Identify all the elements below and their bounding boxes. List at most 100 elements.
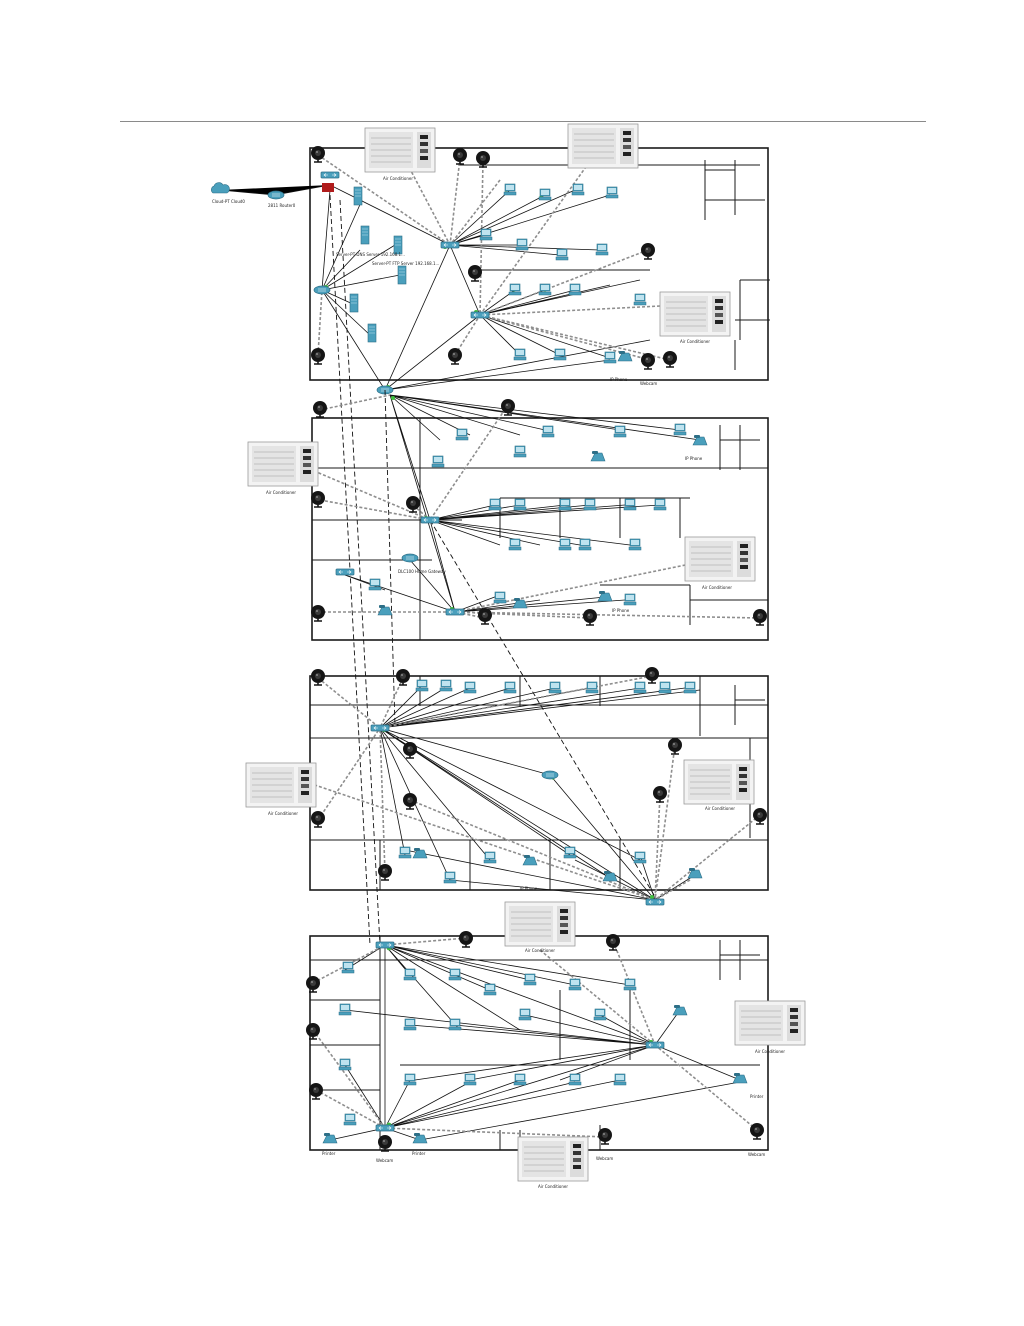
ip-phone-icon[interactable] xyxy=(617,350,633,362)
switch-icon[interactable] xyxy=(370,724,390,732)
pc-icon[interactable] xyxy=(603,351,617,364)
pc-icon[interactable] xyxy=(558,498,572,511)
pc-icon[interactable] xyxy=(568,283,582,296)
pc-icon[interactable] xyxy=(483,851,497,864)
pc-icon[interactable] xyxy=(623,978,637,991)
pc-icon[interactable] xyxy=(673,423,687,436)
webcam-icon[interactable] xyxy=(652,785,668,803)
pc-icon[interactable] xyxy=(463,1073,477,1086)
ip-phone-icon[interactable] xyxy=(412,847,428,859)
switch-icon[interactable] xyxy=(420,516,440,524)
cloud-icon[interactable] xyxy=(211,182,230,194)
pc-icon[interactable] xyxy=(518,1008,532,1021)
printer-icon[interactable] xyxy=(322,1132,338,1144)
air-conditioner-icon[interactable] xyxy=(659,291,731,337)
pc-icon[interactable] xyxy=(341,961,355,974)
pc-icon[interactable] xyxy=(523,973,537,986)
pc-icon[interactable] xyxy=(593,1008,607,1021)
webcam-icon[interactable] xyxy=(308,1082,324,1100)
switch-icon[interactable] xyxy=(320,171,340,179)
webcam-icon[interactable] xyxy=(640,352,656,370)
webcam-icon[interactable] xyxy=(310,810,326,828)
pc-icon[interactable] xyxy=(555,248,569,261)
webcam-icon[interactable] xyxy=(752,608,768,626)
pc-icon[interactable] xyxy=(513,445,527,458)
ip-phone-icon[interactable] xyxy=(590,450,606,462)
air-conditioner-icon[interactable] xyxy=(734,1000,806,1046)
webcam-icon[interactable] xyxy=(467,264,483,282)
pc-icon[interactable] xyxy=(613,425,627,438)
switch-icon[interactable] xyxy=(470,311,490,319)
pc-icon[interactable] xyxy=(568,1073,582,1086)
server-icon[interactable] xyxy=(360,225,370,245)
pc-icon[interactable] xyxy=(653,498,667,511)
pc-icon[interactable] xyxy=(479,228,493,241)
pc-icon[interactable] xyxy=(578,538,592,551)
pc-icon[interactable] xyxy=(541,425,555,438)
pc-icon[interactable] xyxy=(448,1018,462,1031)
pc-icon[interactable] xyxy=(553,348,567,361)
webcam-icon[interactable] xyxy=(458,930,474,948)
webcam-icon[interactable] xyxy=(305,1022,321,1040)
pc-icon[interactable] xyxy=(503,681,517,694)
webcam-icon[interactable] xyxy=(582,608,598,626)
switch-icon[interactable] xyxy=(645,898,665,906)
webcam-icon[interactable] xyxy=(605,933,621,951)
pc-icon[interactable] xyxy=(443,871,457,884)
pc-icon[interactable] xyxy=(633,681,647,694)
ip-phone-icon[interactable] xyxy=(672,1004,688,1016)
webcam-icon[interactable] xyxy=(310,145,326,163)
air-conditioner-icon[interactable] xyxy=(517,1136,589,1182)
webcam-icon[interactable] xyxy=(447,347,463,365)
pc-icon[interactable] xyxy=(343,1113,357,1126)
ip-phone-icon[interactable] xyxy=(602,870,618,882)
ip-phone-icon[interactable] xyxy=(522,854,538,866)
pc-icon[interactable] xyxy=(508,538,522,551)
pc-icon[interactable] xyxy=(513,348,527,361)
pc-icon[interactable] xyxy=(439,679,453,692)
pc-icon[interactable] xyxy=(658,681,672,694)
pc-icon[interactable] xyxy=(538,188,552,201)
air-conditioner-icon[interactable] xyxy=(245,762,317,808)
switch-icon[interactable] xyxy=(440,241,460,249)
air-conditioner-icon[interactable] xyxy=(364,127,436,173)
air-conditioner-icon[interactable] xyxy=(683,759,755,805)
webcam-icon[interactable] xyxy=(667,737,683,755)
pc-icon[interactable] xyxy=(488,498,502,511)
ip-phone-icon[interactable] xyxy=(687,867,703,879)
switch-icon[interactable] xyxy=(335,568,355,576)
ip-phone-icon[interactable] xyxy=(512,597,528,609)
pc-icon[interactable] xyxy=(558,538,572,551)
webcam-icon[interactable] xyxy=(752,807,768,825)
air-conditioner-icon[interactable] xyxy=(504,901,576,947)
router-icon[interactable] xyxy=(267,190,285,200)
switch-icon[interactable] xyxy=(375,1124,395,1132)
air-conditioner-icon[interactable] xyxy=(684,536,756,582)
pc-icon[interactable] xyxy=(415,679,429,692)
ip-phone-icon[interactable] xyxy=(597,590,613,602)
pc-icon[interactable] xyxy=(623,498,637,511)
switch-icon[interactable] xyxy=(445,608,465,616)
ip-phone-icon[interactable] xyxy=(692,434,708,446)
server-icon[interactable] xyxy=(349,293,359,313)
pc-icon[interactable] xyxy=(431,455,445,468)
server-icon[interactable] xyxy=(367,323,377,343)
server-icon[interactable] xyxy=(353,186,363,206)
pc-icon[interactable] xyxy=(368,578,382,591)
pc-icon[interactable] xyxy=(683,681,697,694)
pc-icon[interactable] xyxy=(493,591,507,604)
webcam-icon[interactable] xyxy=(310,347,326,365)
pc-icon[interactable] xyxy=(463,681,477,694)
pc-icon[interactable] xyxy=(513,1073,527,1086)
webcam-icon[interactable] xyxy=(452,147,468,165)
air-conditioner-icon[interactable] xyxy=(247,441,319,487)
pc-icon[interactable] xyxy=(338,1058,352,1071)
pc-icon[interactable] xyxy=(503,183,517,196)
pc-icon[interactable] xyxy=(538,283,552,296)
pc-icon[interactable] xyxy=(455,428,469,441)
pc-icon[interactable] xyxy=(515,238,529,251)
pc-icon[interactable] xyxy=(583,498,597,511)
webcam-icon[interactable] xyxy=(644,666,660,684)
pc-icon[interactable] xyxy=(623,593,637,606)
pc-icon[interactable] xyxy=(563,846,577,859)
